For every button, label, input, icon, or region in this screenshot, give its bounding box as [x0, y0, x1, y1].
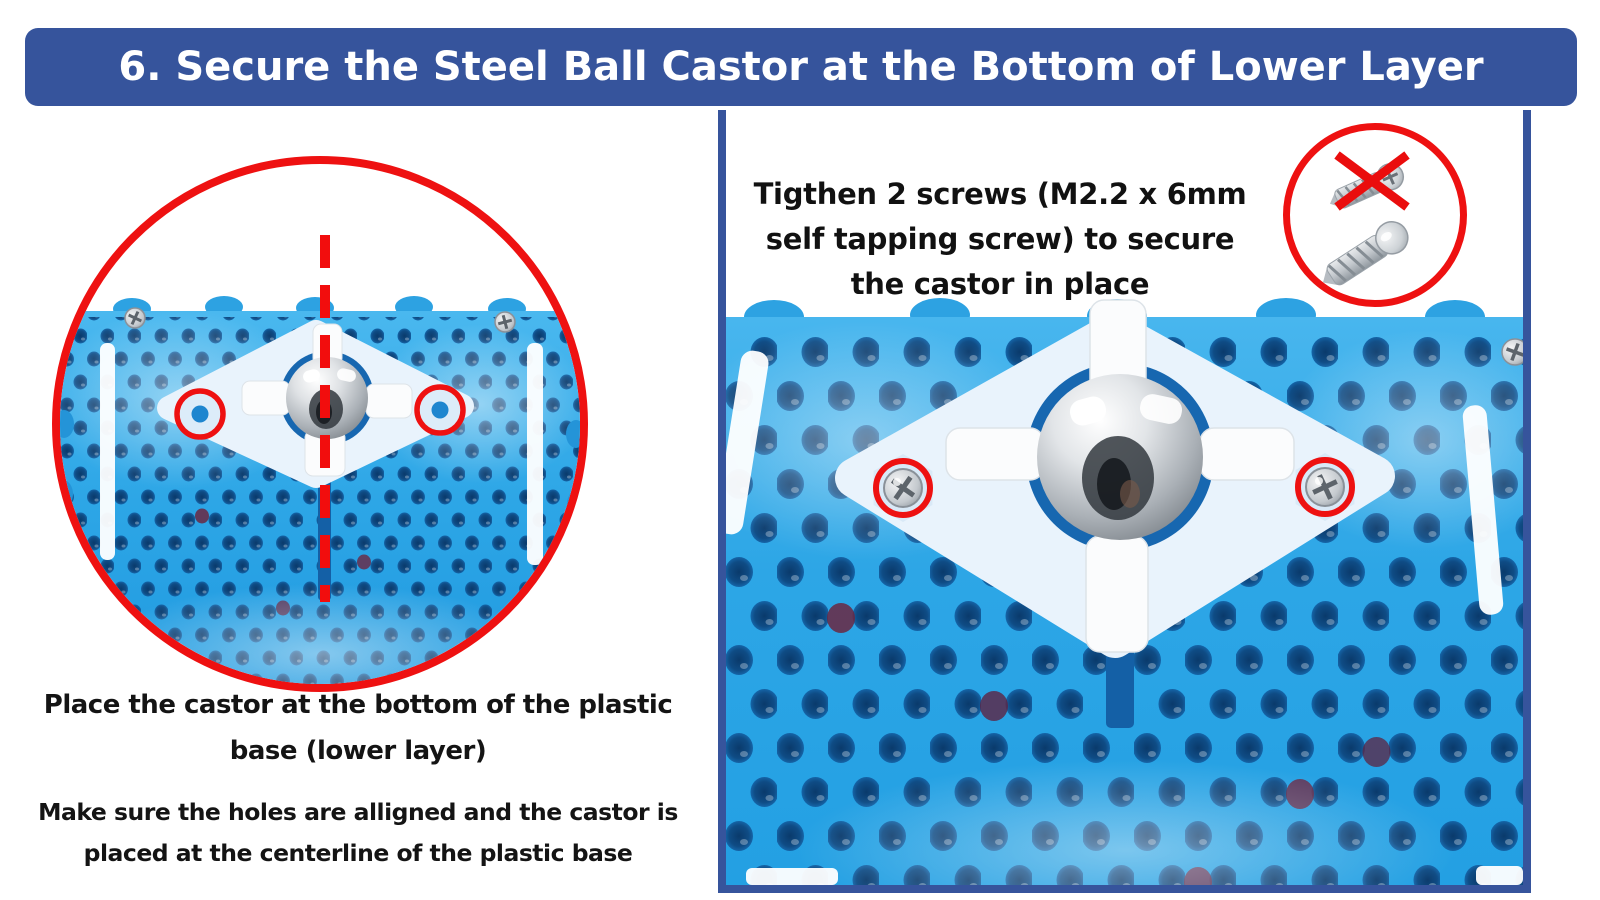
steel-ball — [1037, 374, 1203, 540]
corner-screw-top-right — [1501, 338, 1523, 366]
instruction-line: Tigthen 2 screws (M2.2 x 6mm — [753, 177, 1247, 211]
mount-screw-right — [1305, 467, 1345, 507]
white-beam-right — [527, 343, 543, 565]
white-beam-right — [1462, 405, 1504, 615]
caption-alignment: Make sure the holes are alligned and the… — [0, 792, 716, 874]
corner-screw-left — [124, 307, 146, 329]
screw-hole-highlight-right — [414, 384, 466, 436]
castor-secure-panel: Tigthen 2 screws (M2.2 x 6mm self tappin… — [718, 110, 1531, 893]
castor-placement-closeup-photo — [52, 156, 588, 692]
screw-highlight-right — [1295, 457, 1355, 517]
instruction-line: the castor in place — [850, 267, 1150, 301]
screw-hole-highlight-left — [174, 388, 226, 440]
correct-screw — [1323, 221, 1409, 286]
caption-placement: Place the castor at the bottom of the pl… — [0, 682, 716, 774]
wrong-screw-warning-inset — [1283, 123, 1467, 307]
mount-screw-left — [883, 468, 923, 508]
screw-comparison-image — [1323, 151, 1410, 286]
caption-line: Make sure the holes are alligned and the… — [38, 798, 678, 826]
instruction-line: self tapping screw) to secure — [765, 222, 1235, 256]
caption-line: Place the castor at the bottom of the pl… — [43, 690, 673, 720]
caption-line: placed at the centerline of the plastic … — [83, 839, 633, 867]
castor-secured-photo — [726, 298, 1523, 885]
screw-highlight-left — [873, 458, 933, 518]
corner-screw-right — [494, 311, 516, 333]
castor-clips — [241, 323, 413, 477]
white-beam-left — [100, 343, 115, 560]
castor-placement-scene — [60, 235, 580, 684]
step-title: 6. Secure the Steel Ball Castor at the B… — [118, 44, 1484, 90]
screw-instruction: Tigthen 2 screws (M2.2 x 6mm self tappin… — [738, 172, 1262, 307]
caption-line: base (lower layer) — [229, 736, 487, 766]
step-header-banner: 6. Secure the Steel Ball Castor at the B… — [25, 28, 1577, 106]
white-beam-left — [726, 350, 769, 535]
wrong-screw-x-icon — [1334, 151, 1410, 211]
